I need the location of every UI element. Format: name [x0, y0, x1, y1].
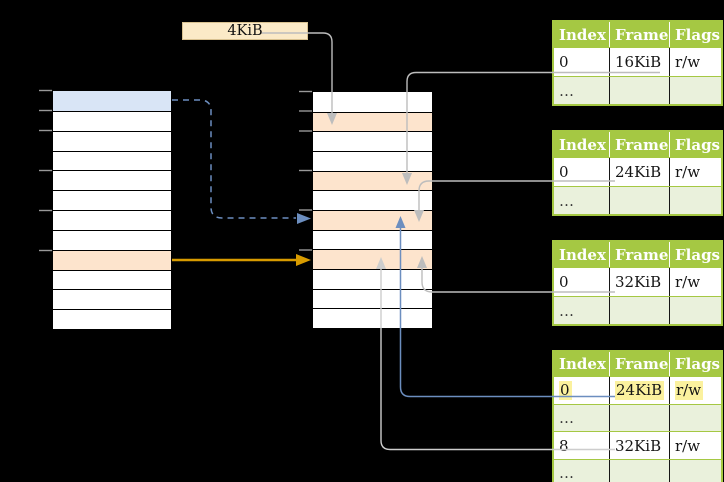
table-header-index: Index [559, 135, 606, 154]
table-cell-index: … [559, 191, 574, 210]
table-cell-frame [609, 405, 669, 431]
table-header-frame: Frame [609, 242, 669, 267]
memory-cell-white [53, 170, 171, 191]
arrowhead-right-icon [297, 213, 311, 224]
table-row: … [554, 404, 721, 431]
memory-cell-white [313, 268, 432, 289]
table-cell-flags [669, 77, 721, 104]
table-cell-frame: 32KiB [609, 432, 669, 459]
arrow-virtual-page-dashed [172, 99, 311, 224]
table-row: … [554, 186, 721, 214]
table-cell-flags [669, 187, 721, 214]
memory-cell-white [53, 130, 171, 151]
table-cell-frame: 16KiB [609, 48, 669, 76]
memory-cell-white [313, 92, 432, 112]
table-header-flags: Flags [669, 22, 721, 47]
table-header-flags: Flags [669, 132, 721, 157]
memory-cell-white [53, 229, 171, 250]
memory-cell-white [53, 269, 171, 290]
memory-cell-white [53, 110, 171, 131]
table-header-frame: Frame [609, 22, 669, 47]
table-cell-flags: r/w [669, 48, 721, 76]
table-header-index: Index [559, 25, 606, 44]
memory-cell-white [53, 309, 171, 329]
page-size-label: 4KiB [227, 23, 263, 39]
table-cell-flags: r/w [669, 377, 721, 404]
table-header-index: Index [559, 245, 606, 264]
table-header-flags: Flags [669, 242, 721, 267]
highlighted-value: 0 [559, 381, 572, 400]
memory-cell-orange [313, 209, 432, 230]
table-header-frame: Frame [609, 132, 669, 157]
memory-cell-white [313, 190, 432, 210]
memory-cell-white [313, 131, 432, 151]
table-row: … [554, 76, 721, 104]
memory-cell-white [53, 289, 171, 310]
memory-cell-white [313, 308, 432, 328]
arrow-virtual-page-orange [172, 254, 311, 266]
table-cell-flags: r/w [669, 158, 721, 186]
table-cell-index: … [559, 301, 574, 320]
table-cell-index: … [559, 81, 574, 100]
highlighted-value: r/w [675, 381, 704, 400]
table-cell-index: … [559, 409, 574, 427]
table-cell-index: 0 [559, 53, 569, 71]
table-cell-frame [609, 77, 669, 104]
memory-cell-white [313, 288, 432, 309]
table-cell-frame [609, 297, 669, 324]
table-header-frame: Frame [609, 352, 669, 376]
table-cell-flags: r/w [669, 268, 721, 296]
memory-cell-blue [53, 91, 171, 111]
table-cell-flags [669, 297, 721, 324]
table-cell-flags: r/w [669, 432, 721, 459]
table-cell-frame [609, 187, 669, 214]
page-size-label-box: 4KiB [182, 22, 308, 40]
highlighted-value: 24KiB [615, 381, 665, 400]
virtual-memory-column [52, 90, 172, 330]
table-cell-frame: 32KiB [609, 268, 669, 296]
left-column-ticks [39, 89, 52, 252]
table-cell-index: 0 [559, 163, 569, 181]
memory-cell-orange [313, 111, 432, 132]
physical-memory-column [312, 91, 433, 329]
memory-cell-orange [313, 249, 432, 269]
table-cell-frame: 24KiB [609, 377, 669, 404]
table-cell-flags [669, 405, 721, 431]
table-cell-index: 0 [559, 273, 569, 291]
memory-cell-white [313, 150, 432, 171]
table-cell-index: 0 [554, 377, 609, 404]
memory-cell-white [313, 229, 432, 250]
memory-cell-white [53, 190, 171, 210]
table-header-flags: Flags [669, 352, 721, 376]
memory-cell-white [53, 150, 171, 171]
memory-cell-white [53, 210, 171, 230]
table-cell-frame [609, 460, 669, 482]
middle-column-ticks [299, 90, 312, 251]
table-row: 0 24KiB r/w [554, 376, 721, 404]
table-cell-frame: 24KiB [609, 158, 669, 186]
table-row: … [554, 459, 721, 482]
arrowhead-right-icon [296, 254, 311, 266]
table-header-index: Index [559, 355, 606, 373]
memory-cell-orange [313, 170, 432, 191]
memory-cell-orange [53, 249, 171, 270]
table-cell-index: … [559, 464, 574, 482]
table-row: … [554, 296, 721, 324]
table-cell-flags [669, 460, 721, 482]
table-cell-index: 8 [559, 436, 569, 455]
